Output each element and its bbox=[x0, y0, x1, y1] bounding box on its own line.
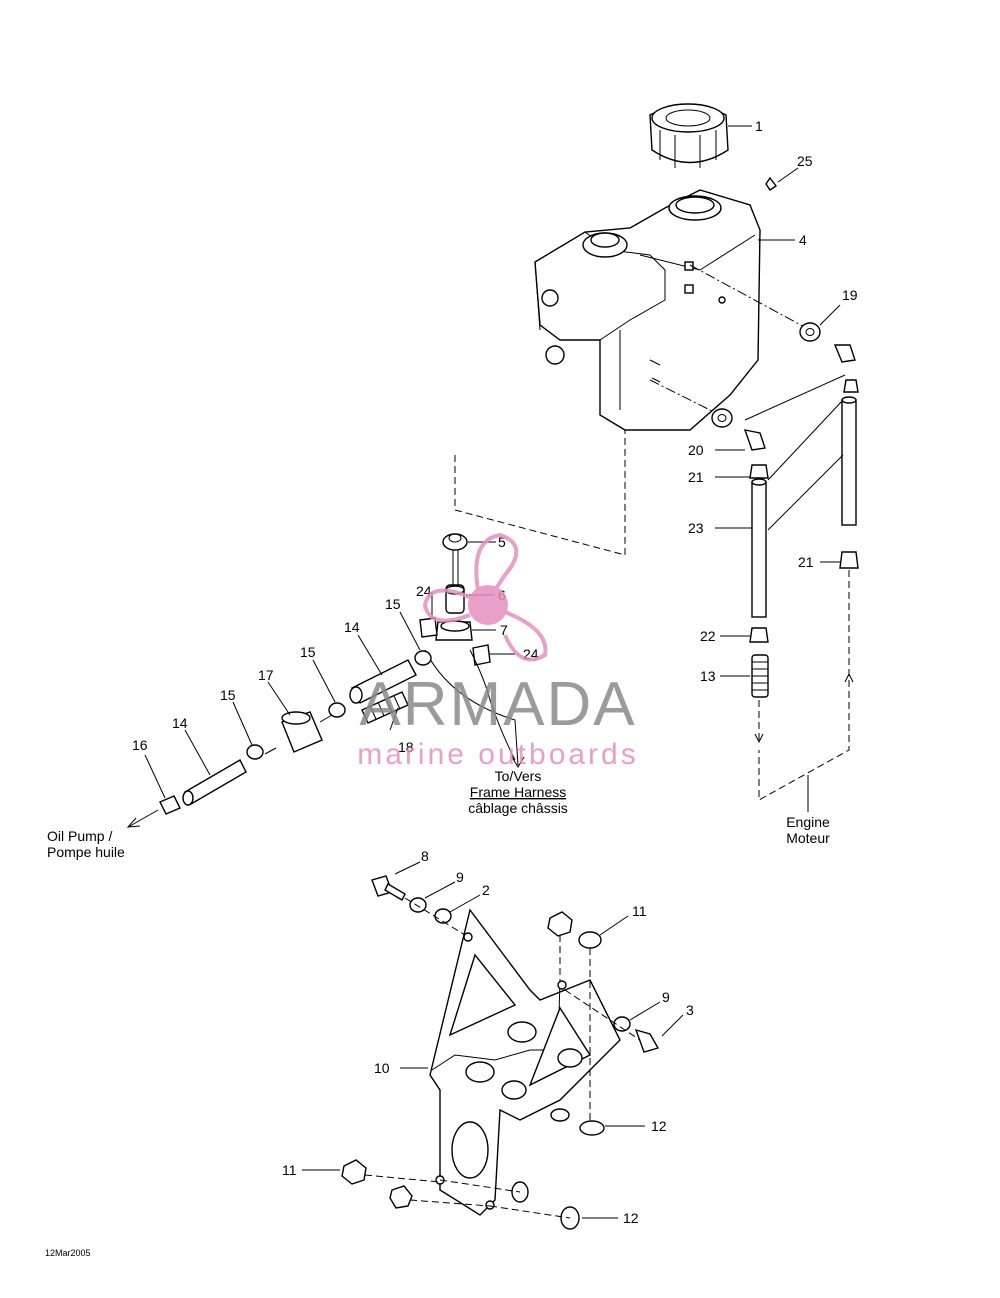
harness-arrow bbox=[511, 756, 525, 768]
washer-12-upper bbox=[550, 1108, 605, 1136]
fuel-filter-17 bbox=[264, 711, 333, 755]
oil-tank bbox=[534, 189, 761, 431]
harness-wire bbox=[424, 649, 519, 766]
callout-23: 23 bbox=[688, 520, 704, 536]
pickup-tube bbox=[452, 550, 459, 585]
engine-note: Engine Moteur bbox=[786, 814, 830, 846]
callout-15-a: 15 bbox=[385, 596, 401, 612]
elbow-fitting-upper bbox=[833, 344, 856, 363]
hose-14-upper bbox=[349, 659, 417, 704]
callout-16: 16 bbox=[132, 737, 148, 753]
nut-11-lower bbox=[341, 1159, 413, 1209]
cablage-chassis-label: câblage châssis bbox=[468, 800, 568, 816]
callout-11-a: 11 bbox=[632, 903, 647, 919]
clamp-15-c bbox=[246, 744, 264, 760]
callout-15-b: 15 bbox=[300, 644, 316, 660]
mounting-bracket-10 bbox=[429, 908, 621, 1216]
oil-pump-label: Oil Pump / bbox=[47, 828, 112, 844]
engine-arrow-left bbox=[754, 733, 764, 744]
oil-pump-arrow bbox=[126, 809, 159, 828]
callout-22: 22 bbox=[700, 628, 716, 644]
callout-11-b: 11 bbox=[282, 1162, 297, 1178]
clip-24-upper bbox=[419, 617, 438, 638]
callout-7: 7 bbox=[500, 622, 508, 638]
callout-5: 5 bbox=[498, 534, 506, 550]
callout-9-b: 9 bbox=[662, 989, 670, 1005]
elbow-fitting-lower bbox=[743, 429, 766, 451]
callout-3: 3 bbox=[686, 1002, 694, 1018]
t-fitting-7 bbox=[435, 620, 473, 641]
engine-line-right bbox=[758, 570, 850, 801]
pompe-huile-label: Pompe huile bbox=[47, 844, 125, 860]
grommet-19 bbox=[799, 322, 821, 342]
callout-13: 13 bbox=[700, 668, 716, 684]
clamp-21-upper bbox=[749, 379, 859, 479]
bolt-8-line bbox=[404, 897, 466, 936]
grommet-20 bbox=[711, 408, 733, 428]
washer-9-left bbox=[409, 897, 427, 913]
hose-right bbox=[841, 396, 857, 526]
clamp-15-a bbox=[414, 650, 432, 666]
callout-10: 10 bbox=[374, 1060, 390, 1076]
callout-14-a: 14 bbox=[344, 619, 360, 635]
callout-leaders bbox=[144, 125, 841, 1219]
callout-12-a: 12 bbox=[651, 1118, 667, 1134]
fitting-16 bbox=[159, 795, 181, 815]
armada-watermark: ARMADA marine outboards bbox=[357, 532, 638, 771]
callout-2: 2 bbox=[482, 882, 490, 898]
grommet-5 bbox=[442, 533, 468, 551]
spring-18 bbox=[361, 691, 409, 724]
spring-13 bbox=[751, 654, 769, 698]
moteur-label: Moteur bbox=[786, 830, 830, 846]
clamp-15-b bbox=[328, 702, 346, 718]
hose-14-lower bbox=[182, 759, 247, 806]
callout-14-b: 14 bbox=[172, 715, 188, 731]
callout-20: 20 bbox=[688, 442, 704, 458]
tank-to-bracket-line bbox=[454, 430, 626, 556]
callout-numbers: 1 25 4 19 20 21 23 21 22 13 5 6 24 7 24 … bbox=[132, 118, 858, 1226]
callout-21-b: 21 bbox=[798, 554, 814, 570]
callout-8: 8 bbox=[421, 848, 429, 864]
bolt-3-line bbox=[564, 989, 641, 1041]
nut-11-upper-right bbox=[578, 931, 602, 949]
bolt-3 bbox=[634, 1028, 660, 1053]
tank-fitting-line-a bbox=[689, 264, 811, 331]
callout-18: 18 bbox=[398, 739, 414, 755]
engine-label: Engine bbox=[786, 814, 830, 830]
frame-harness-label: Frame Harness bbox=[470, 784, 566, 800]
bolt-8 bbox=[371, 875, 406, 901]
callout-19: 19 bbox=[842, 287, 858, 303]
callout-17: 17 bbox=[258, 667, 274, 683]
callout-1: 1 bbox=[755, 118, 763, 134]
callout-25: 25 bbox=[797, 153, 813, 169]
engine-arrow-right bbox=[844, 672, 854, 683]
callout-4: 4 bbox=[799, 232, 807, 248]
date-code: 12Mar2005 bbox=[45, 1248, 91, 1258]
harness-note: To/Vers Frame Harness câblage châssis bbox=[468, 768, 568, 816]
watermark-tagline: marine outboards bbox=[357, 738, 638, 771]
diag-line-a bbox=[744, 374, 846, 531]
callout-15-c: 15 bbox=[220, 687, 236, 703]
tank-cap bbox=[649, 103, 729, 168]
clamp-22 bbox=[749, 627, 769, 643]
clamp-21-lower bbox=[839, 551, 859, 569]
to-vers-label: To/Vers bbox=[495, 768, 542, 784]
washer-9-right bbox=[613, 1016, 631, 1032]
watermark-brand: ARMADA bbox=[359, 670, 636, 739]
grommet-25 bbox=[765, 176, 778, 191]
hose-23 bbox=[751, 478, 767, 618]
nut-11-upper-left bbox=[547, 911, 573, 937]
lower-fastener-lines bbox=[364, 1174, 571, 1219]
oil-pump-note: Oil Pump / Pompe huile bbox=[47, 828, 125, 860]
propeller-logo bbox=[422, 532, 548, 662]
washer-12-lower bbox=[511, 1181, 580, 1230]
callout-12-b: 12 bbox=[623, 1210, 639, 1226]
callout-9-a: 9 bbox=[456, 869, 464, 885]
callout-21-a: 21 bbox=[688, 469, 704, 485]
nut-11-lines bbox=[559, 935, 591, 1120]
tank-fitting-line-b bbox=[649, 379, 721, 416]
